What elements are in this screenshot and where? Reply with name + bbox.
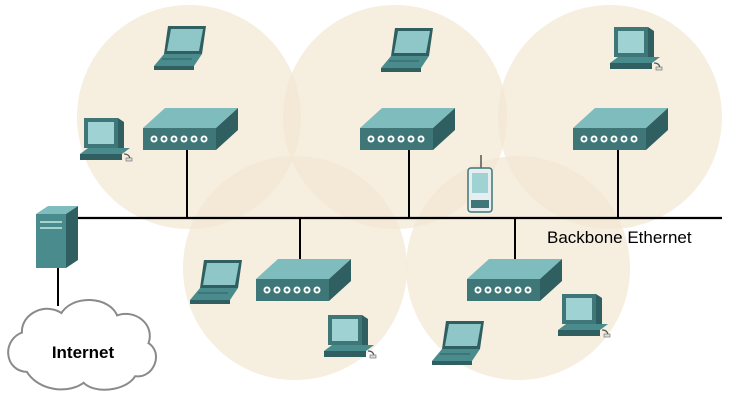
internet-label: Internet xyxy=(52,343,115,362)
wireless-client-icon xyxy=(467,155,493,213)
cloud-icon: Internet xyxy=(7,299,157,391)
drop-lines xyxy=(186,150,619,260)
server-icon xyxy=(36,206,78,268)
backbone-label: Backbone Ethernet xyxy=(547,228,692,247)
